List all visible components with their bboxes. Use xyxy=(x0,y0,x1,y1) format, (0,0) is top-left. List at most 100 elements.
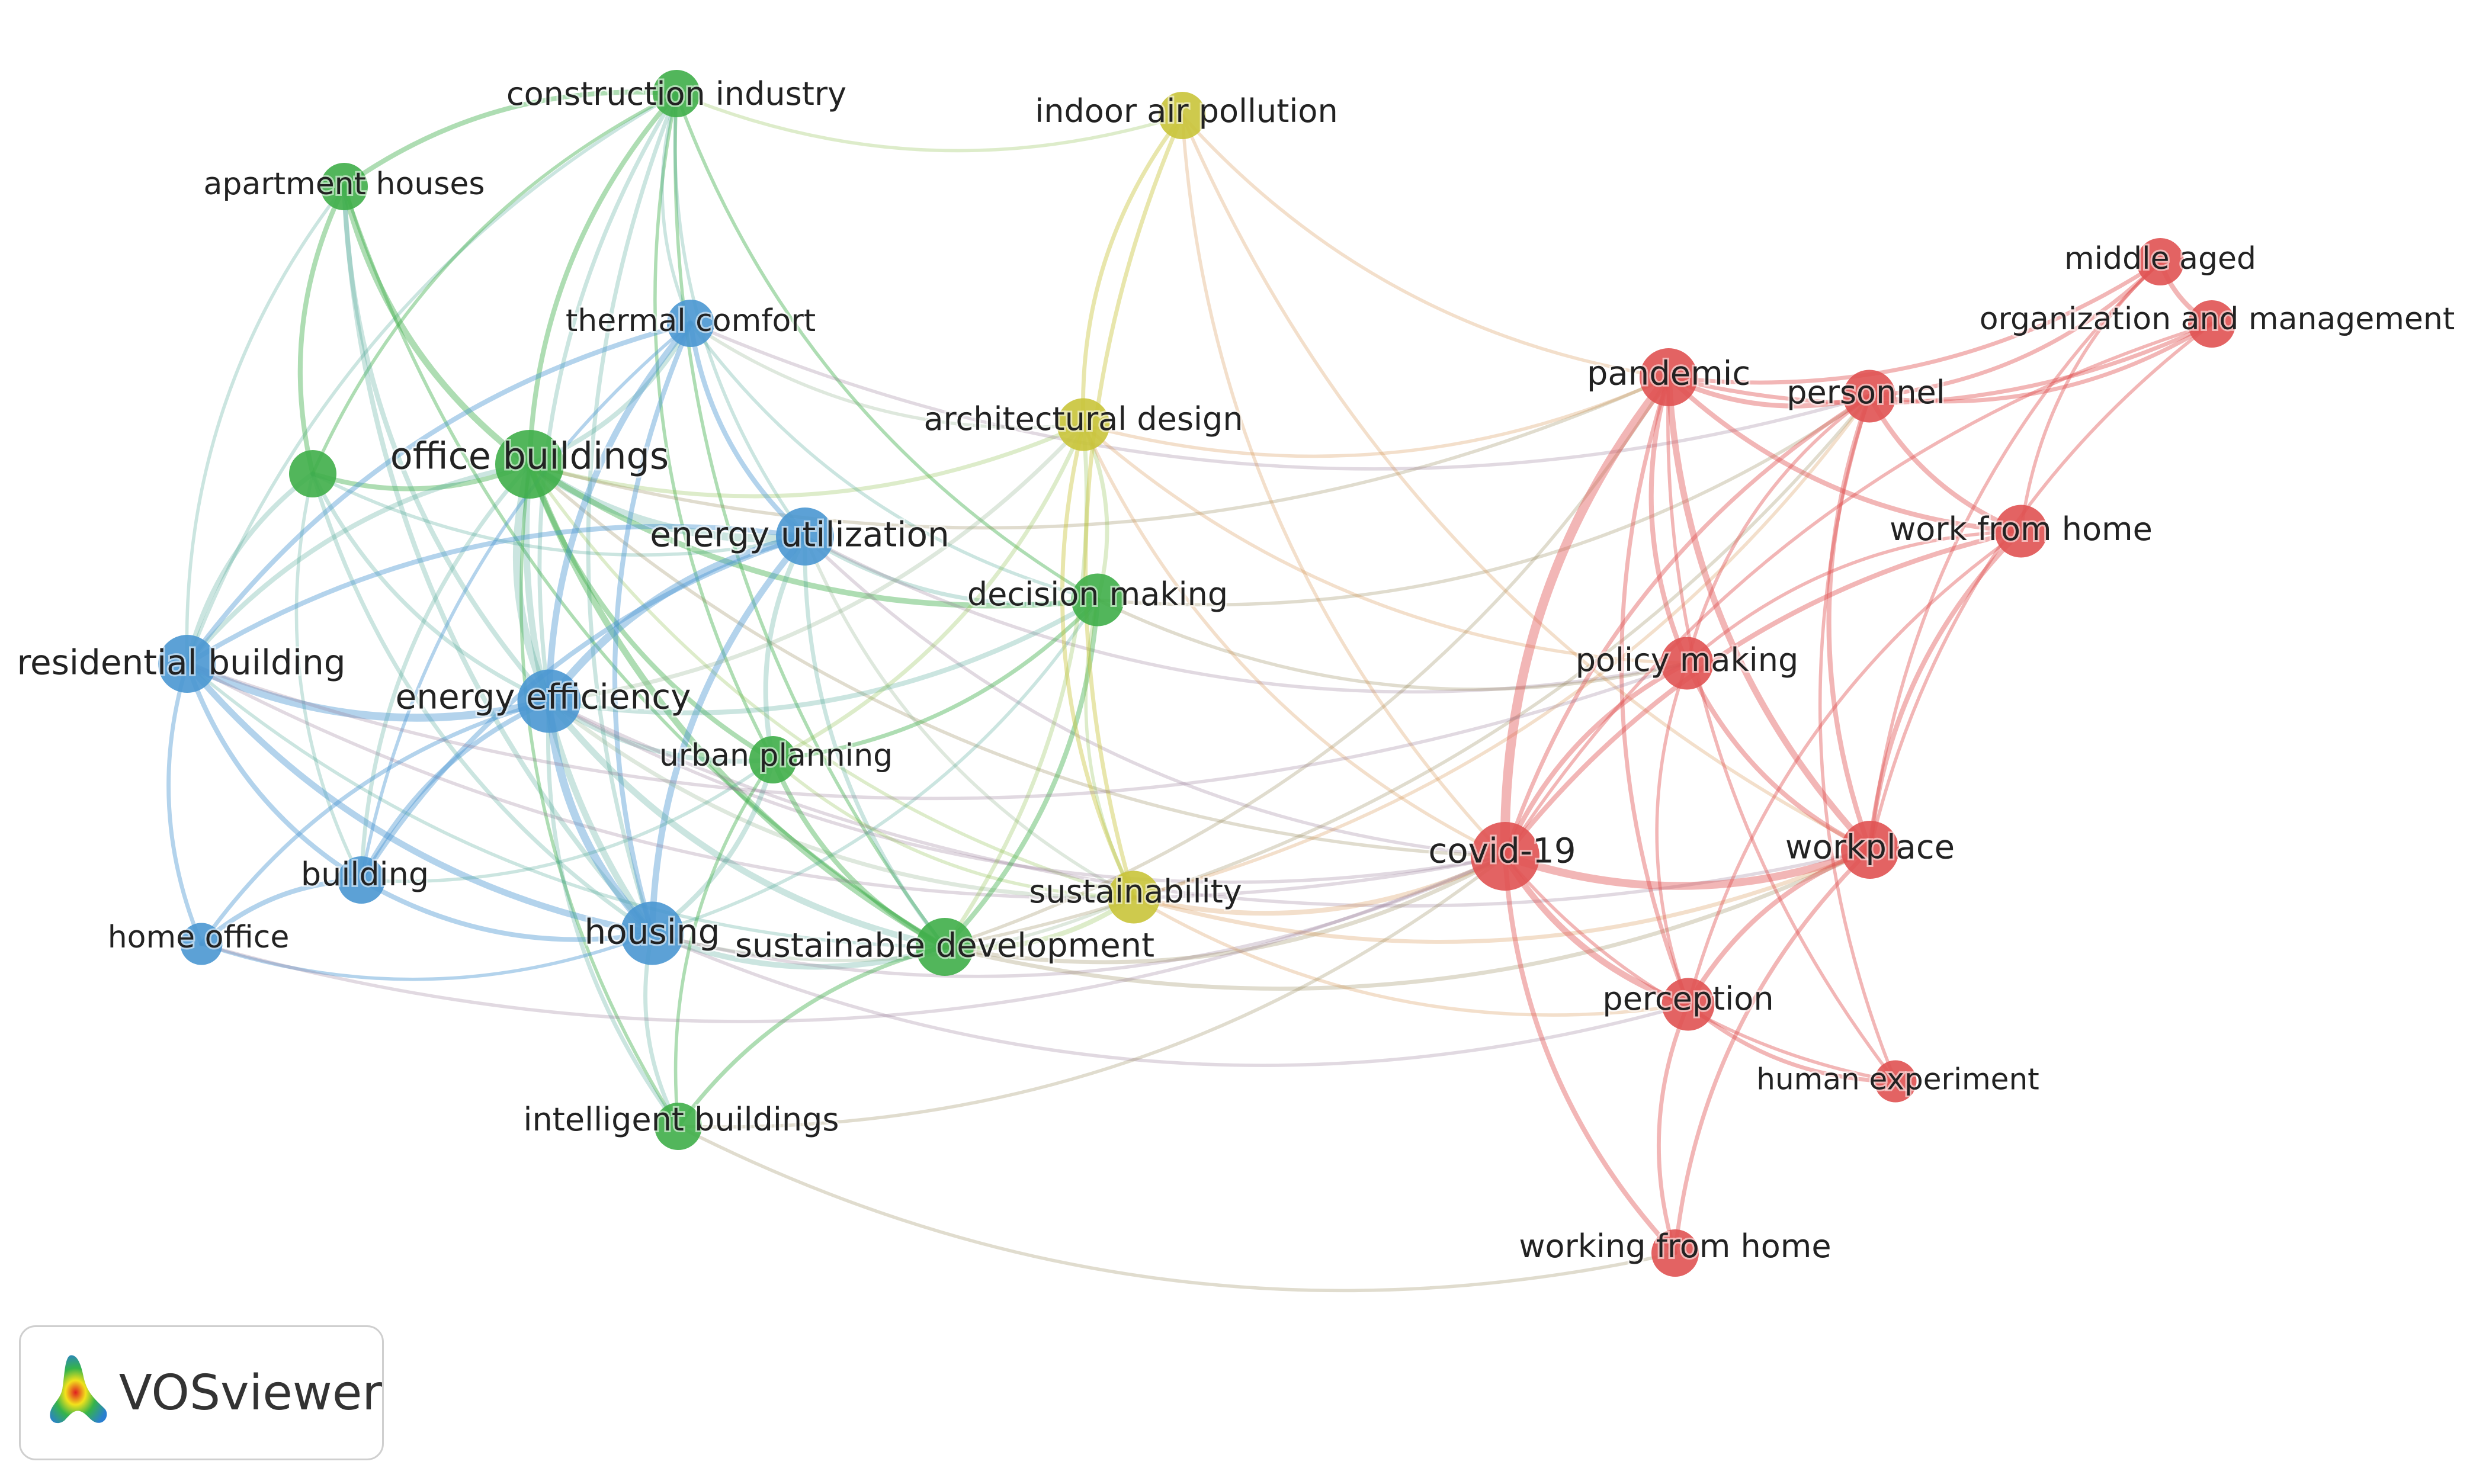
node-policy-making[interactable] xyxy=(1660,637,1714,690)
edge-office-buildings-decision-making xyxy=(527,461,1101,609)
edge-office-buildings-covid-19 xyxy=(528,462,1507,858)
node-construction-industry[interactable] xyxy=(653,70,700,117)
node-intelligent-buildings[interactable] xyxy=(655,1103,702,1150)
node-architectural-design[interactable] xyxy=(1057,398,1110,451)
edge-construction-industry-sustainable-development xyxy=(673,92,947,949)
node-housing[interactable] xyxy=(620,901,684,965)
node-residential-building[interactable] xyxy=(158,635,216,693)
vosviewer-logo-icon xyxy=(50,1355,107,1424)
edge-sustainable-development-intelligent-buildings xyxy=(676,945,947,1129)
node-urban-planning[interactable] xyxy=(749,736,797,783)
edge-perception-working-from-home xyxy=(1656,1002,1691,1255)
node-home-office[interactable] xyxy=(180,923,223,965)
label-human-experiment: human experiment xyxy=(1756,1062,2039,1097)
node-workplace[interactable] xyxy=(1841,821,1899,879)
edge-housing-decision-making xyxy=(650,598,1099,935)
edge-energy-utilization-building xyxy=(358,534,808,883)
edge-personnel-human-experiment xyxy=(1818,394,1897,1083)
edge-decision-making-policy-making xyxy=(1096,598,1689,691)
node-thermal-comfort[interactable] xyxy=(667,300,714,347)
edge-energy-utilization-housing xyxy=(649,533,809,937)
node-energy-utilization[interactable] xyxy=(776,507,834,566)
label-sustainable-development: sustainable development xyxy=(735,927,1154,965)
edge-construction-industry-unlabeled-green xyxy=(311,92,678,476)
edge-middle-aged-work-from-home xyxy=(2019,260,2162,533)
label-organization-and-management: organization and management xyxy=(1980,301,2455,337)
node-work-from-home[interactable] xyxy=(1994,505,2048,558)
edge-work-from-home-workplace xyxy=(1867,528,2024,853)
edge-home-office-housing xyxy=(200,931,654,981)
edge-policy-making-covid-19 xyxy=(1502,660,1690,859)
node-building[interactable] xyxy=(338,856,385,904)
label-housing: housing xyxy=(585,911,720,952)
edge-decision-making-personnel xyxy=(1096,394,1871,607)
edge-energy-efficiency-sustainability xyxy=(547,699,1136,900)
label-sustainability: sustainability xyxy=(1029,873,1242,910)
edge-residential-building-policy-making xyxy=(185,661,1689,801)
edge-work-from-home-policy-making xyxy=(1685,529,2023,665)
edge-sustainable-development-workplace xyxy=(942,847,1872,991)
edge-energy-efficiency-sustainable-development xyxy=(546,698,948,950)
node-personnel[interactable] xyxy=(1843,370,1896,423)
label-thermal-comfort: thermal comfort xyxy=(566,303,816,339)
edge-energy-utilization-covid-19 xyxy=(803,535,1507,858)
edge-pandemic-work-from-home xyxy=(1666,374,2024,534)
edge-construction-industry-housing xyxy=(586,91,679,936)
edge-office-buildings-residential-building xyxy=(184,461,533,667)
edge-pandemic-policy-making xyxy=(1648,374,1690,666)
node-pandemic[interactable] xyxy=(1640,348,1698,406)
edges-layer xyxy=(166,89,2215,1293)
node-working-from-home[interactable] xyxy=(1651,1229,1699,1277)
node-energy-efficiency[interactable] xyxy=(517,669,581,733)
edge-construction-industry-decision-making xyxy=(675,92,1099,602)
node-sustainability[interactable] xyxy=(1107,871,1160,924)
label-office-buildings: office buildings xyxy=(390,435,669,478)
node-perception[interactable] xyxy=(1662,978,1715,1031)
edge-thermal-comfort-housing xyxy=(612,320,694,936)
node-organization-and-management[interactable] xyxy=(2188,300,2235,348)
label-apartment-houses: apartment houses xyxy=(204,166,485,202)
node-middle-aged[interactable] xyxy=(2137,238,2184,285)
node-unlabeled-green[interactable] xyxy=(289,450,336,497)
edge-energy-efficiency-housing xyxy=(545,697,656,937)
label-middle-aged: middle aged xyxy=(2064,241,2256,277)
edge-pandemic-perception xyxy=(1619,375,1691,1007)
edge-office-buildings-intelligent-buildings xyxy=(519,462,680,1128)
edge-decision-making-sustainability xyxy=(1084,598,1136,899)
node-indoor-air-pollution[interactable] xyxy=(1159,92,1206,139)
edge-energy-efficiency-workplace xyxy=(547,699,1872,908)
edge-thermal-comfort-decision-making xyxy=(689,322,1099,602)
label-workplace: workplace xyxy=(1785,828,1955,867)
edge-apartment-houses-housing xyxy=(341,184,655,936)
edge-unlabeled-green-housing xyxy=(310,471,655,936)
node-human-experiment[interactable] xyxy=(1874,1060,1917,1103)
edge-residential-building-building xyxy=(184,661,364,883)
edge-residential-building-housing xyxy=(184,660,656,937)
edge-policy-making-workplace xyxy=(1684,660,1873,853)
edge-apartment-houses-residential-building xyxy=(185,185,346,666)
edge-sustainable-development-decision-making xyxy=(942,597,1101,950)
node-decision-making[interactable] xyxy=(1071,573,1124,627)
node-sustainable-development[interactable] xyxy=(916,918,974,976)
edge-covid-19-working-from-home xyxy=(1502,853,1678,1256)
edge-energy-efficiency-covid-19 xyxy=(547,699,1507,884)
edge-thermal-comfort-building xyxy=(360,322,692,882)
edge-architectural-design-pandemic xyxy=(1082,375,1670,458)
edge-housing-sustainability xyxy=(650,895,1136,962)
edge-apartment-houses-sustainable-development xyxy=(342,185,947,949)
label-home-office: home office xyxy=(108,920,290,955)
label-working-from-home: working from home xyxy=(1519,1228,1831,1265)
node-covid-19[interactable] xyxy=(1471,822,1539,891)
edge-sustainability-personnel xyxy=(1132,394,1871,899)
edge-sustainability-covid-19 xyxy=(1131,853,1508,916)
edge-urban-planning-intelligent-buildings xyxy=(673,758,775,1128)
node-apartment-houses[interactable] xyxy=(320,163,368,210)
edge-intelligent-buildings-working-from-home xyxy=(676,1125,1677,1293)
node-office-buildings[interactable] xyxy=(495,430,564,499)
edge-construction-industry-office-buildings xyxy=(527,91,679,467)
label-indoor-air-pollution: indoor air pollution xyxy=(1035,92,1337,130)
edge-unlabeled-green-energy-efficiency xyxy=(310,471,551,704)
edge-architectural-design-sustainability xyxy=(1060,422,1136,900)
edge-residential-building-energy-efficiency xyxy=(183,660,553,722)
edge-office-buildings-pandemic xyxy=(528,375,1670,530)
